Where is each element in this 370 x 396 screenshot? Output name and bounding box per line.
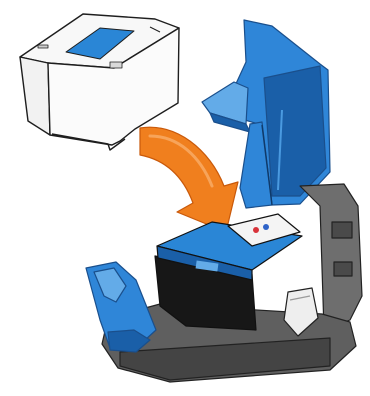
- ink-dot-blue: [263, 224, 269, 230]
- lid-inner-face: [264, 66, 326, 196]
- carriage-side-slot-2: [334, 262, 352, 276]
- cartridge-handle: [110, 62, 122, 68]
- cartridge-vent-mark: [38, 45, 48, 48]
- carriage-side-slot: [332, 222, 352, 238]
- ink-dot-red: [253, 227, 259, 233]
